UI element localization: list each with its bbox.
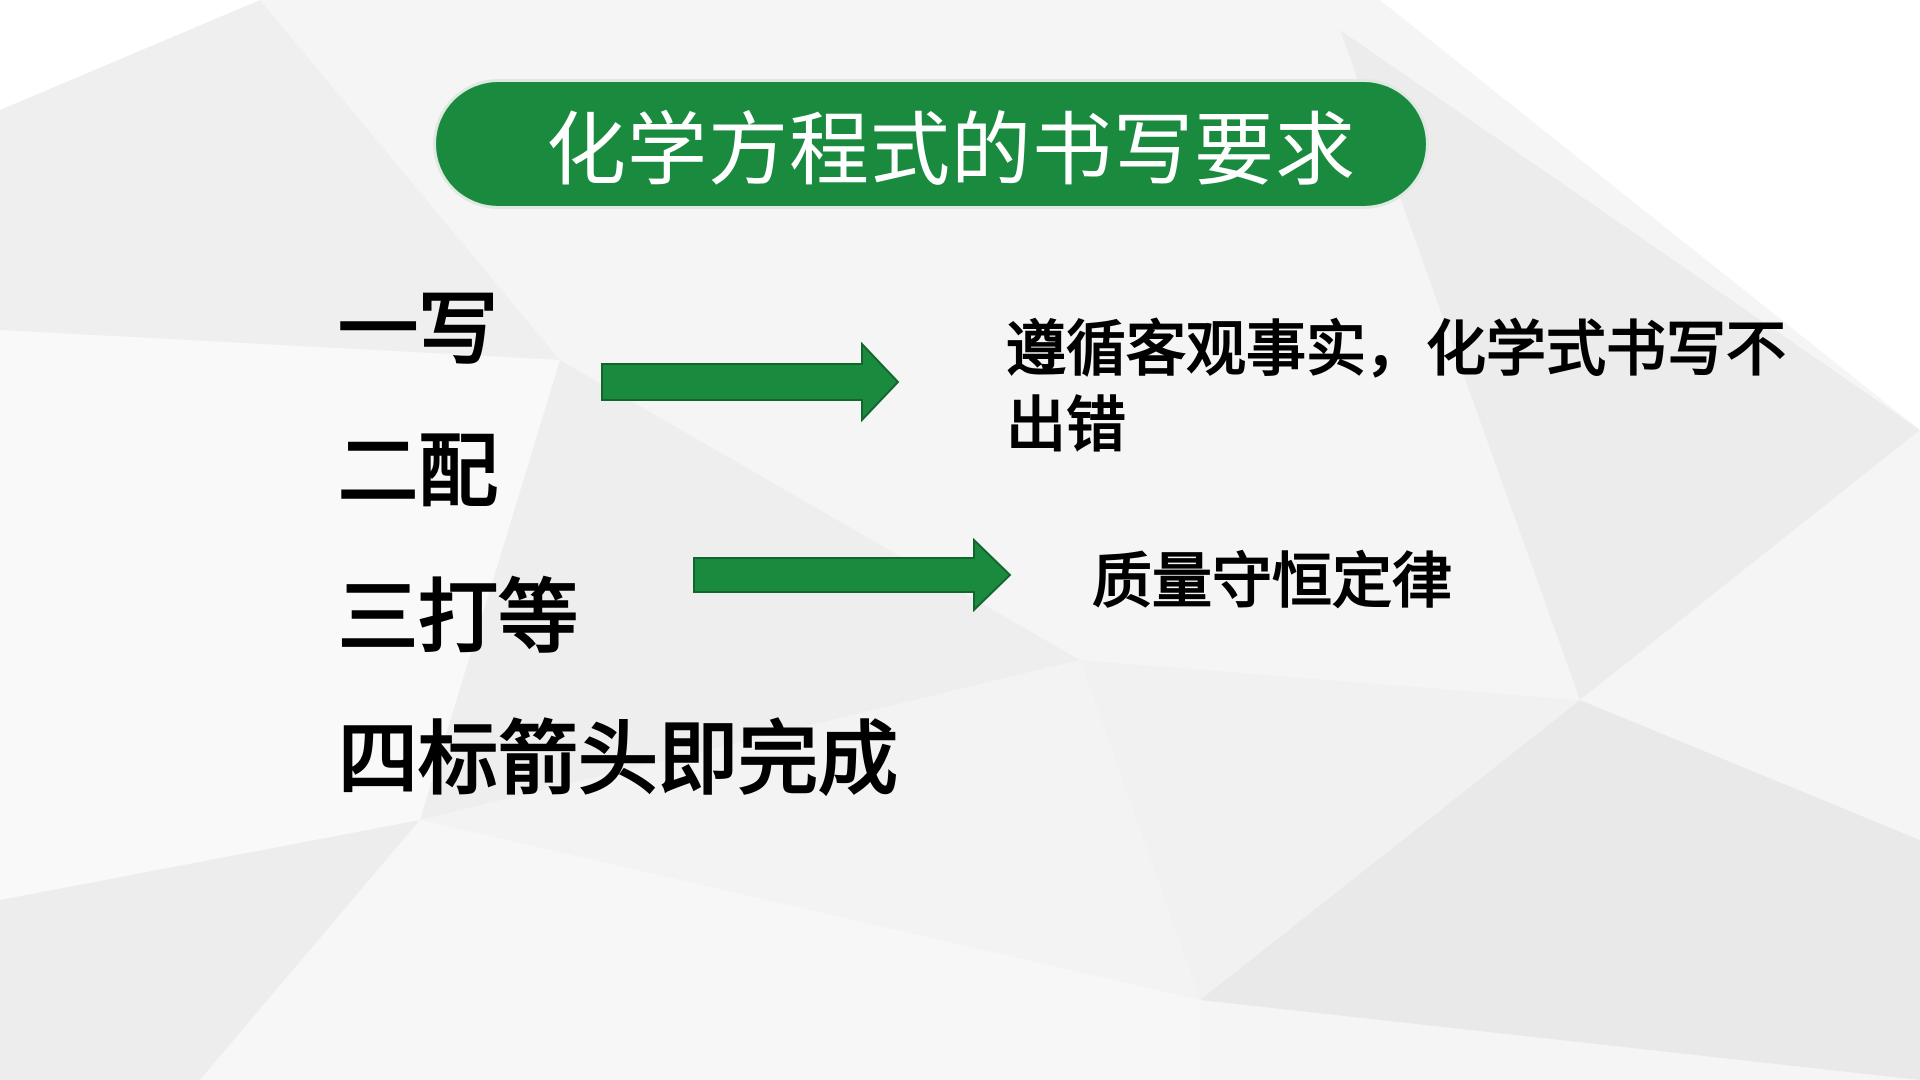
step-arrow-mark: 四标箭头即完成	[338, 713, 898, 806]
right-arrow-icon	[601, 342, 900, 422]
slide-title: 化学方程式的书写要求	[546, 104, 1356, 197]
title-banner: 化学方程式的书写要求	[436, 82, 1426, 206]
right-arrow-icon	[693, 538, 1012, 612]
note-objective-facts: 遵循客观事实，化学式书写不出错	[1006, 315, 1786, 461]
note-conservation-of-mass: 质量守恒定律	[1092, 547, 1452, 617]
step-write: 一写	[338, 283, 498, 376]
step-balance: 二配	[338, 425, 498, 518]
step-equals: 三打等	[338, 571, 578, 664]
